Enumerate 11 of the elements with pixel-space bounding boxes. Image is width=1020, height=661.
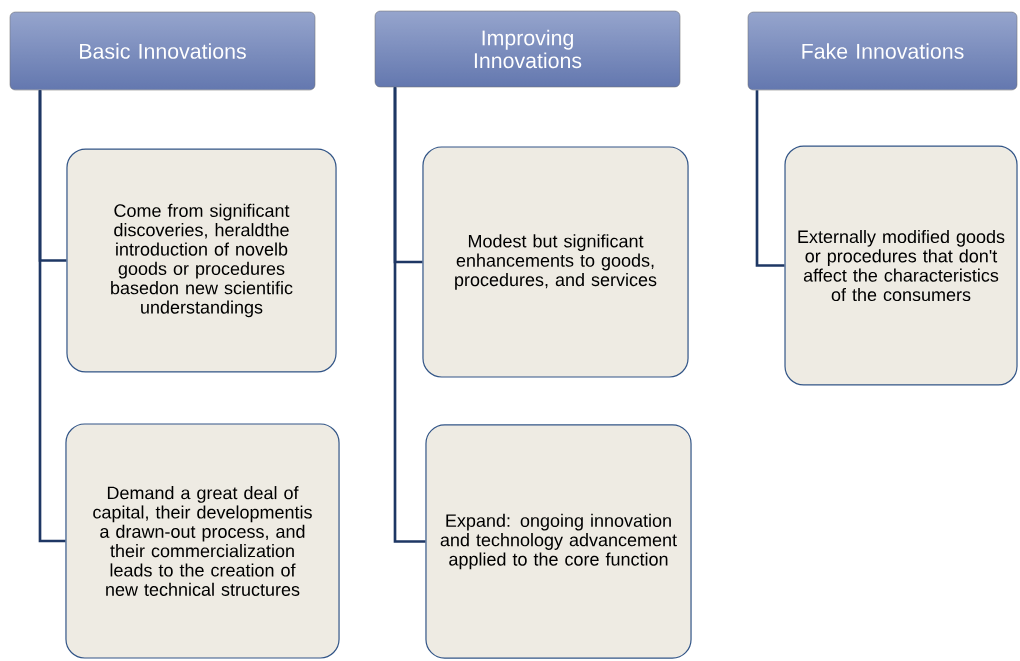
heading-box: Basic Innovations (9, 11, 316, 91)
heading-box: Fake Innovations (747, 11, 1018, 91)
heading-box: Improving Innovations (374, 10, 681, 88)
description-box: Come from significant discoveries, heraldthe introduction of novelb goods or procedures basedon new scientific understandings (66, 148, 337, 373)
connector-line (38, 90, 66, 543)
description-box: Demand a great deal of capital, their developmentis a drawn-out process, and their commercialization leads to the creation of new technical structures (65, 423, 340, 659)
description-box: Externally modified goods or procedures that don't affect the characteristics of the consumers (784, 145, 1018, 386)
description-box: Modest but significant enhancements to goods, procedures, and services (422, 146, 689, 378)
connector-line (393, 87, 426, 543)
description-box: Expand: ongoing innovation and technology advancement applied to the core function (425, 424, 692, 659)
connector-line (755, 90, 785, 267)
